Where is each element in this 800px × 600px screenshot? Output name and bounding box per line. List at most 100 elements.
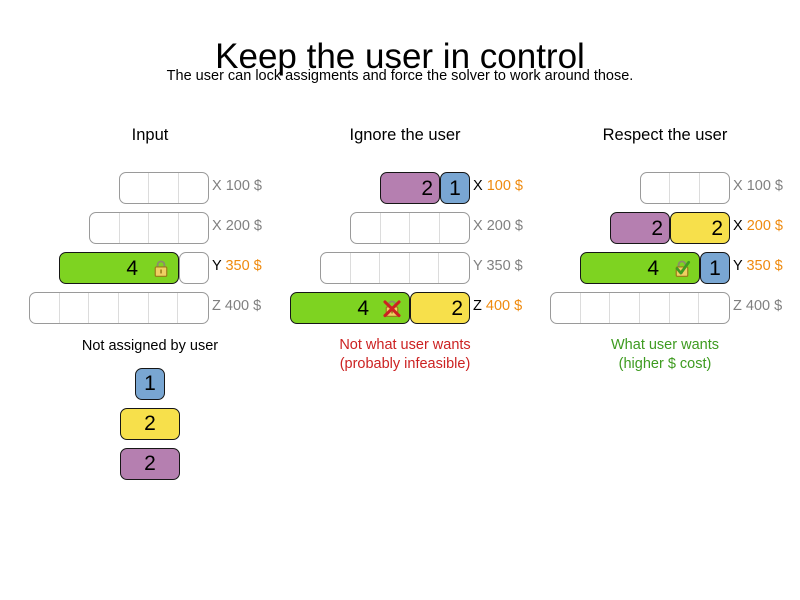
row-label: X 100 $ bbox=[212, 178, 262, 194]
empty-capacity-box[interactable] bbox=[640, 172, 730, 204]
row-label: X 100 $ bbox=[473, 178, 523, 194]
capacity-cell[interactable] bbox=[178, 293, 208, 323]
capacity-cell[interactable] bbox=[641, 173, 671, 203]
task-block-value: 2 bbox=[711, 216, 723, 240]
row-resource: X bbox=[473, 218, 483, 234]
capacity-cell[interactable] bbox=[410, 213, 440, 243]
capacity-cell[interactable] bbox=[439, 253, 469, 283]
assignment-row: X 200 $ bbox=[255, 208, 555, 248]
empty-capacity-box[interactable] bbox=[119, 172, 209, 204]
row-resource: X bbox=[212, 218, 222, 234]
task-block-purple[interactable]: 2 bbox=[610, 212, 670, 244]
capacity-cell[interactable] bbox=[440, 213, 469, 243]
unassigned-row: 2 bbox=[0, 404, 300, 444]
row-resource: X bbox=[733, 178, 743, 194]
page-title: Keep the user in control bbox=[215, 37, 585, 77]
row-cost: 200 $ bbox=[486, 218, 523, 234]
capacity-cell[interactable] bbox=[120, 213, 149, 243]
capacity-cell[interactable] bbox=[640, 293, 670, 323]
unassigned-task-blue[interactable]: 1 bbox=[135, 368, 165, 400]
row-resource: Z bbox=[212, 298, 221, 314]
assignment-row: 4 1 Y 350 $ bbox=[520, 248, 800, 288]
lock-ok-icon[interactable] bbox=[673, 259, 691, 278]
capacity-cell[interactable] bbox=[149, 173, 179, 203]
task-block-value: 1 bbox=[709, 256, 721, 280]
task-block-value: 4 bbox=[647, 256, 659, 280]
caption-line-1: What user wants bbox=[611, 337, 719, 353]
row-label: X 200 $ bbox=[212, 218, 262, 234]
row-resource: X bbox=[733, 218, 743, 234]
capacity-cell[interactable] bbox=[699, 293, 729, 323]
empty-capacity-box[interactable] bbox=[350, 212, 470, 244]
column-caption: Not what user wants(probably infeasible) bbox=[255, 336, 555, 374]
empty-capacity-box[interactable] bbox=[179, 252, 209, 284]
assignment-row: X 100 $ bbox=[0, 168, 300, 208]
capacity-cell[interactable] bbox=[380, 253, 410, 283]
caption-line-2: (higher $ cost) bbox=[618, 356, 712, 372]
page-subtitle: The user can lock assigments and force t… bbox=[166, 68, 634, 84]
capacity-cell[interactable] bbox=[90, 213, 120, 243]
capacity-cell[interactable] bbox=[700, 173, 729, 203]
empty-capacity-box[interactable] bbox=[550, 292, 730, 324]
task-block-value: 1 bbox=[449, 176, 461, 200]
row-label: Z 400 $ bbox=[212, 298, 261, 314]
unassigned-row: 2 bbox=[0, 444, 300, 484]
assignment-row: X 200 $ bbox=[0, 208, 300, 248]
row-resource: X bbox=[212, 178, 222, 194]
row-resource: Y bbox=[733, 258, 743, 274]
lock-icon[interactable] bbox=[152, 259, 170, 278]
capacity-cell[interactable] bbox=[670, 293, 700, 323]
unassigned-task-yellow[interactable]: 2 bbox=[120, 408, 180, 440]
capacity-cell[interactable] bbox=[179, 173, 208, 203]
capacity-cell[interactable] bbox=[410, 253, 440, 283]
capacity-cell[interactable] bbox=[321, 253, 351, 283]
task-block-blue[interactable]: 1 bbox=[700, 252, 730, 284]
empty-capacity-box[interactable] bbox=[320, 252, 470, 284]
capacity-cell[interactable] bbox=[89, 293, 120, 323]
capacity-cell[interactable] bbox=[179, 213, 208, 243]
capacity-cell[interactable] bbox=[180, 253, 208, 283]
assignment-row: 2 2 X 200 $ bbox=[520, 208, 800, 248]
task-block-green[interactable]: 4 bbox=[580, 252, 700, 284]
capacity-cell[interactable] bbox=[149, 293, 179, 323]
column-title-input: Input bbox=[131, 126, 169, 144]
row-cost: 200 $ bbox=[225, 218, 262, 234]
capacity-cell[interactable] bbox=[351, 253, 381, 283]
task-block-green[interactable]: 4 bbox=[290, 292, 410, 324]
unassigned-pool-title: Not assigned by user bbox=[81, 338, 219, 354]
capacity-cell[interactable] bbox=[351, 213, 381, 243]
capacity-cell[interactable] bbox=[149, 213, 179, 243]
capacity-cell[interactable] bbox=[381, 213, 410, 243]
capacity-cell[interactable] bbox=[60, 293, 90, 323]
row-cost: 400 $ bbox=[224, 298, 262, 314]
task-block-purple[interactable]: 2 bbox=[380, 172, 440, 204]
empty-capacity-box[interactable] bbox=[89, 212, 209, 244]
caption-line-1: Not what user wants bbox=[339, 337, 471, 353]
unassigned-pool: 1 2 2 bbox=[0, 364, 300, 484]
capacity-cell[interactable] bbox=[30, 293, 60, 323]
task-block-yellow[interactable]: 2 bbox=[670, 212, 730, 244]
capacity-cell[interactable] bbox=[581, 293, 611, 323]
task-block-value: 4 bbox=[126, 256, 138, 280]
capacity-cell[interactable] bbox=[670, 173, 700, 203]
capacity-cell[interactable] bbox=[119, 293, 149, 323]
unassigned-task-value: 2 bbox=[144, 412, 156, 435]
row-label: Y 350 $ bbox=[733, 258, 783, 274]
capacity-cell[interactable] bbox=[610, 293, 641, 323]
task-block-yellow[interactable]: 2 bbox=[410, 292, 470, 324]
row-label: X 200 $ bbox=[733, 218, 783, 234]
capacity-cell[interactable] bbox=[120, 173, 150, 203]
assignment-row: Y 350 $ bbox=[255, 248, 555, 288]
row-label: Z 400 $ bbox=[733, 298, 782, 314]
empty-capacity-box[interactable] bbox=[29, 292, 209, 324]
lock-broken-icon[interactable] bbox=[383, 299, 401, 318]
unassigned-task-value: 2 bbox=[144, 452, 156, 475]
task-block-green[interactable]: 4 bbox=[59, 252, 179, 284]
capacity-cell[interactable] bbox=[551, 293, 581, 323]
column-caption: What user wants (higher $ cost) bbox=[520, 336, 800, 374]
unassigned-task-purple[interactable]: 2 bbox=[120, 448, 180, 480]
task-block-blue[interactable]: 1 bbox=[440, 172, 470, 204]
